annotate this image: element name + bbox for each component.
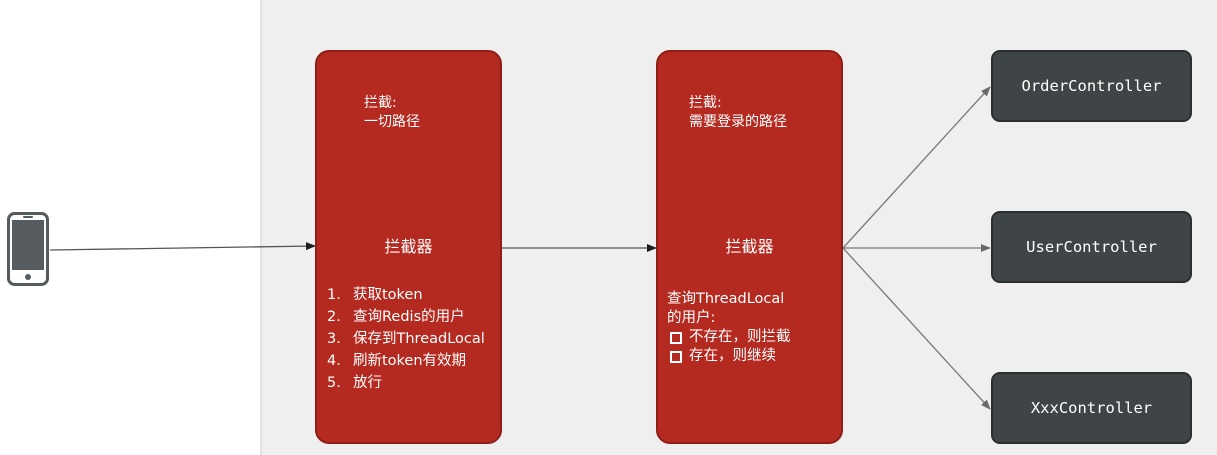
- arrow-client-to-interceptor1: [49, 242, 316, 251]
- arrow-to-xxx-controller: [842, 247, 991, 410]
- check-line: 的用户:: [667, 310, 716, 326]
- smartphone-icon: [7, 212, 49, 286]
- checkbox-square-icon: [670, 350, 682, 363]
- interceptor-title: 拦截器: [725, 237, 774, 256]
- order-controller: OrderController: [991, 50, 1192, 122]
- interceptor-refresh-token: 拦截: 一切路径 拦截器 1.获取token 2.查询Redis的用户 3.保存…: [315, 50, 502, 444]
- xxx-controller: XxxController: [991, 372, 1192, 444]
- scope-value: 一切路径: [364, 114, 420, 130]
- check-line: 查询ThreadLocal: [667, 291, 785, 307]
- interceptor-login-check: 拦截: 需要登录的路径 拦截器 查询ThreadLocal 的用户: 不存在，则…: [656, 50, 843, 444]
- arrow-to-order-controller: [842, 86, 991, 249]
- option-item: 存在，则继续: [667, 347, 791, 366]
- user-controller: UserController: [991, 211, 1192, 283]
- interceptor-scope: 拦截: 一切路径: [364, 94, 420, 132]
- option-item: 不存在，则拦截: [667, 328, 791, 347]
- scope-value: 需要登录的路径: [689, 114, 787, 130]
- step-item: 2.查询Redis的用户: [327, 309, 465, 325]
- step-list: 1.获取token 2.查询Redis的用户 3.保存到ThreadLocal …: [327, 284, 485, 394]
- step-item: 3.保存到ThreadLocal: [327, 331, 485, 347]
- scope-label: 拦截:: [689, 95, 722, 111]
- scope-label: 拦截:: [364, 95, 397, 111]
- step-item: 1.获取token: [327, 287, 423, 303]
- interceptor-scope: 拦截: 需要登录的路径: [689, 94, 787, 132]
- check-description: 查询ThreadLocal 的用户: 不存在，则拦截 存在，则继续: [667, 290, 791, 366]
- interceptor-title: 拦截器: [384, 237, 433, 256]
- step-item: 5.放行: [327, 375, 382, 391]
- step-item: 4.刷新token有效期: [327, 353, 467, 369]
- checkbox-square-icon: [670, 331, 682, 344]
